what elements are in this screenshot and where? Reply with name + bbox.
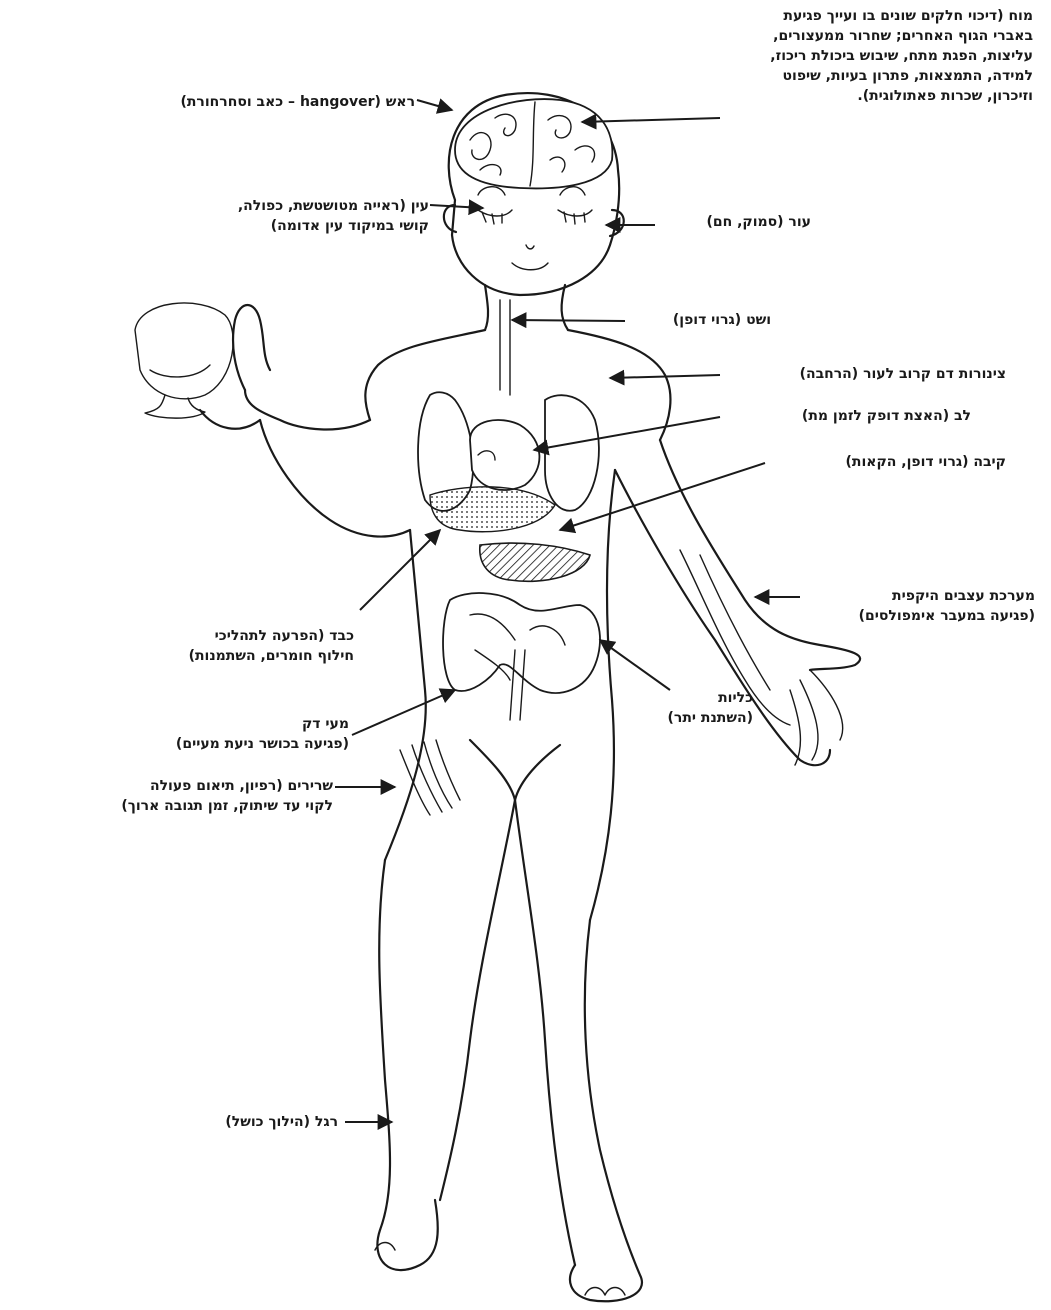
brain-label: מוח (דיכוי חלקים שונים בו ועייך פגיעת בא…: [583, 6, 1033, 106]
stomach-label: קיבה (גרוי דופן, הקאות): [846, 452, 1006, 472]
organs-drawing: [400, 300, 790, 815]
heart-label: לב (האצת דופק לזמן מת): [802, 406, 971, 426]
kidneys-label: כליות (השתנת יתר): [668, 688, 754, 728]
intestine-label: מעי דק (פגיעה בכושר ניעת מעיים): [176, 714, 349, 754]
muscles-label: שרירים (רפיון, תיאום פעולה לקוי עד שיתוק…: [121, 776, 333, 816]
skin-label: עור (סמוק, חם): [706, 212, 811, 232]
nerves-label: מערכת עצבים היקפית (פגיעה במעבר אימפולסי…: [859, 586, 1035, 626]
head-label: ראש (hangover – כאב וסחרחורת): [180, 92, 415, 112]
face: [478, 187, 592, 270]
leg-label: רגל (הילוך כושל): [225, 1112, 338, 1132]
vessels-label: צינורות דם קרוב לעור (הרחבה): [800, 364, 1006, 384]
eye-label: עין (ראייה מטושטשת, כפולה, קושי במיקוד ע…: [238, 196, 429, 236]
brain-drawing: [455, 99, 612, 188]
esophagus-label: ושט (גרוי דופן): [673, 310, 771, 330]
liver-label: כבד (הפרעה לתהליכי חילוף חומרים, השתמנות…: [189, 626, 354, 666]
